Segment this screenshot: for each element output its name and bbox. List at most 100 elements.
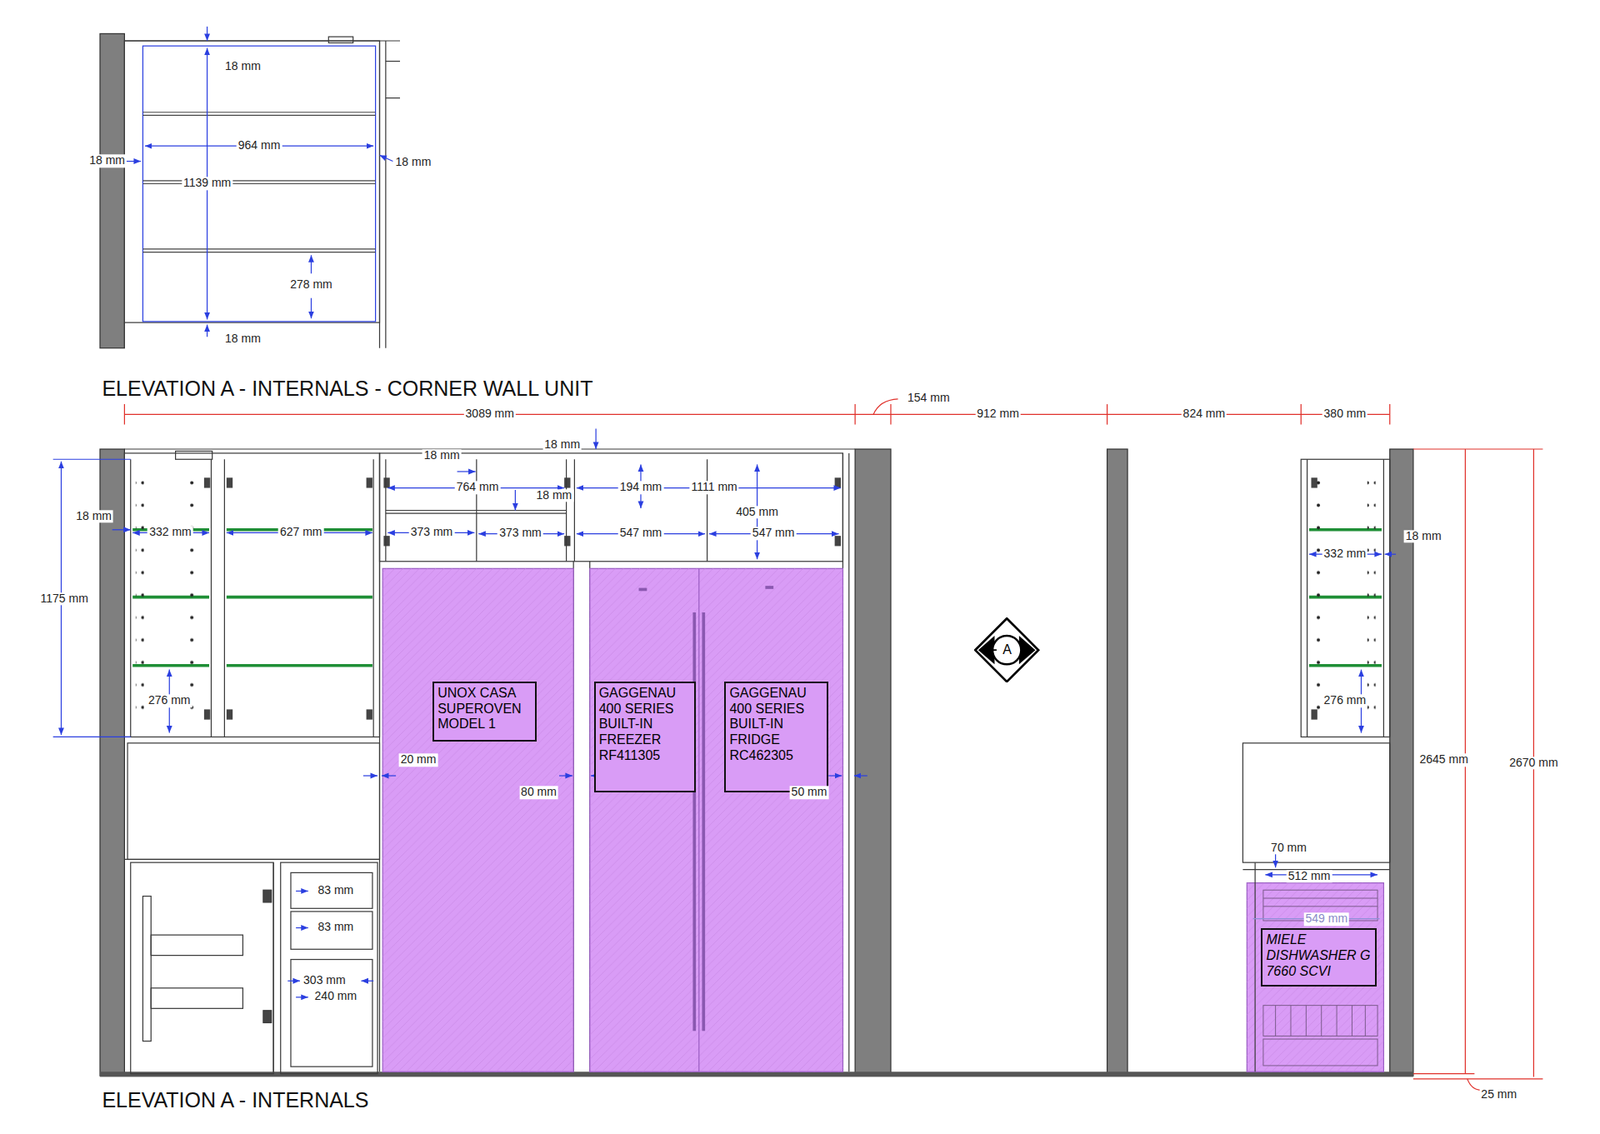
hinge [204,709,210,720]
drawing-title: ELEVATION A - INTERNALS [101,1089,369,1113]
dimension-line [295,996,309,998]
appliance-name: MIELE DISHWASHER G 7660 SCVI [1265,932,1371,980]
dimension-line [1385,554,1396,555]
dimension-label: 332 mm [147,525,194,539]
hinge [366,477,373,488]
cabinet-outline [290,872,373,909]
dimension-label: 373 mm [409,525,455,539]
cabinet-outline [280,862,378,1075]
cabinet-outline [124,322,125,349]
cabinet-outline [263,1010,272,1024]
dimension-label: 276 mm [146,695,193,708]
dimension-line [381,775,396,776]
hinge [383,477,390,488]
dimension-label: 70 mm [1269,841,1309,855]
hinge [226,477,233,488]
dishwasher-sketch [1365,1005,1366,1037]
drawing-title: ELEVATION A - INTERNALS - CORNER WALL UN… [101,377,593,401]
cabinet-outline [130,459,131,737]
dimension-line [206,325,208,338]
cabinet-outline [1383,459,1385,737]
cabinet-outline [124,40,400,41]
cabinet-outline [130,862,378,1075]
appliance-name: UNOX CASA SUPEROVEN MODEL 1 [437,685,532,733]
dimension-label: 50 mm [790,786,830,800]
wall [1390,449,1414,1076]
dimension-line [1413,1078,1544,1080]
dimension-label: 18 mm [87,155,127,168]
dimension-label: 2670 mm [1507,756,1560,770]
shelf-holes [135,464,145,725]
dishwasher-sketch [1263,1005,1378,1037]
cabinet-outline [150,935,243,956]
dimension-label: 18 mm [223,332,263,345]
dishwasher-sketch [1290,1005,1291,1037]
shelf-holes [1313,464,1322,725]
dimension-line [53,736,131,738]
dimension-line [53,459,131,460]
dimension-label: 380 mm [1322,407,1369,420]
appliance-outline [765,585,774,590]
wall [855,449,891,1076]
cabinet-outline [380,453,844,562]
dimension-label: 824 mm [1181,407,1228,420]
appliance-label: MIELE DISHWASHER G 7660 SCVI [1260,928,1376,987]
dimension-line [1106,404,1108,425]
dimension-line [515,490,516,511]
dimension-label: 18 mm [534,489,574,502]
dimension-line [855,404,856,425]
appliance-name: GAGGENAU 400 SERIES BUILT-IN FREEZER RF4… [599,685,691,765]
dimension-label: 3089 mm [464,407,516,420]
dimension-label: 912 mm [975,407,1021,420]
dimension-label: 154 mm [905,391,952,405]
dimension-line [1389,404,1390,425]
shelf [226,664,373,668]
dimension-label: 18 mm [422,450,462,463]
hinge [204,477,210,488]
section-marker-symbol [992,649,997,651]
dimension-label: 1111 mm [690,481,740,495]
cabinet-outline [328,36,353,43]
cabinet-outline [385,60,400,62]
dishwasher-sketch [1263,898,1378,900]
dimension-line [112,529,131,530]
appliance-outline [382,568,574,1072]
cabinet-outline [124,448,855,450]
dimension-label: 18 mm [1404,530,1444,543]
hinge [835,477,841,488]
hinge [835,535,841,546]
cabinet-outline [385,40,386,349]
shelf [132,530,373,666]
cabinet-outline [385,513,567,515]
cabinet-outline [224,459,225,737]
cabinet-interior [142,45,375,322]
shelf [142,180,375,181]
cabinet-outline [124,36,400,349]
dimension-line [559,775,573,776]
dimension-label: 80 mm [519,786,559,800]
hinge [564,477,570,488]
dimension-label: 547 mm [618,527,665,540]
dimension-line [1275,853,1276,868]
dimension-line [854,775,868,776]
dimension-label: 373 mm [497,527,544,540]
hinge [226,709,233,720]
dimension-label: 83 mm [315,884,355,897]
dimension-line [124,399,1543,1090]
appliance-outline [382,568,574,1072]
dimension-label: 512 mm [1286,870,1333,883]
cabinet-outline [142,896,151,1042]
dishwasher-sketch [1320,1005,1322,1037]
dimension-label: 18 mm [223,60,263,73]
shelf [142,248,375,250]
cabinet-interior [142,45,375,322]
appliance-label: GAGGENAU 400 SERIES BUILT-IN FRIDGE RC46… [724,681,829,793]
shelf [226,595,373,600]
cabinet-outline [385,510,567,511]
cabinet-outline [1255,862,1256,1072]
dimension-label: 20 mm [399,754,439,767]
dimension-label: 549 mm [1304,913,1350,926]
cabinet-outline [273,862,275,1072]
dimension-label: 25 mm [1479,1088,1519,1101]
cabinet-outline [124,859,380,860]
